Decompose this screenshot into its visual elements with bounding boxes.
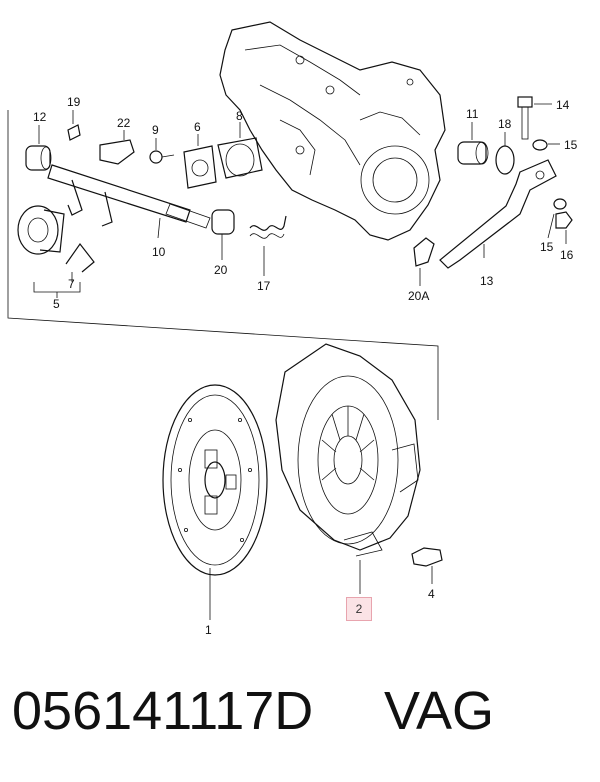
label-19: 19 [67,95,81,109]
return-spring-17 [249,215,287,276]
highlighted-label-2[interactable]: 2 [355,602,363,616]
label-16: 16 [560,248,574,262]
label-17: 17 [257,279,271,293]
bolt-14 [517,96,552,140]
flange-6 [183,134,217,189]
label-15-bottom: 15 [540,240,554,254]
label-20a: 20A [408,289,429,303]
lever-22 [99,130,135,165]
label-8: 8 [236,109,243,123]
pressure-plate [275,343,421,594]
label-5: 5 [53,297,60,311]
release-bearing-5 [17,205,65,255]
label-9: 9 [152,123,159,137]
label-6: 6 [194,120,201,134]
label-15-top: 15 [564,138,578,152]
label-13: 13 [480,274,494,288]
ring-18 [495,132,515,175]
washer-15 [532,139,560,151]
washer-15b [553,198,567,210]
group-bracket-lines [7,110,439,420]
label-10: 10 [152,245,166,259]
label-12: 12 [33,110,47,124]
release-shaft [47,164,211,239]
exploded-parts-diagram: 12 19 22 9 6 8 10 20 17 7 5 11 18 14 15 … [7,21,578,637]
gearbox-housing [219,21,446,241]
release-lever-13 [439,159,557,269]
bushing-12 [25,125,52,171]
bolt-19 [67,110,81,141]
clip-20a [413,237,435,286]
label-18: 18 [498,117,512,131]
label-1: 1 [205,623,212,637]
highlight-box [346,597,372,621]
bushing-11 [457,122,489,165]
label-20: 20 [214,263,228,277]
label-4: 4 [428,587,435,601]
part-number: 056141117D [12,681,314,741]
clutch-disc [162,384,268,620]
bolt-4 [411,547,443,584]
retaining-clip-7 [65,242,95,282]
guide-sleeve-8 [217,122,263,179]
nut-9 [149,138,175,164]
bushing-20 [211,209,235,260]
nut-16 [555,211,573,229]
label-7: 7 [68,277,75,291]
brand-name: VAG [384,681,495,741]
label-22: 22 [117,116,131,130]
label-11: 11 [466,107,479,121]
label-14: 14 [556,98,570,112]
